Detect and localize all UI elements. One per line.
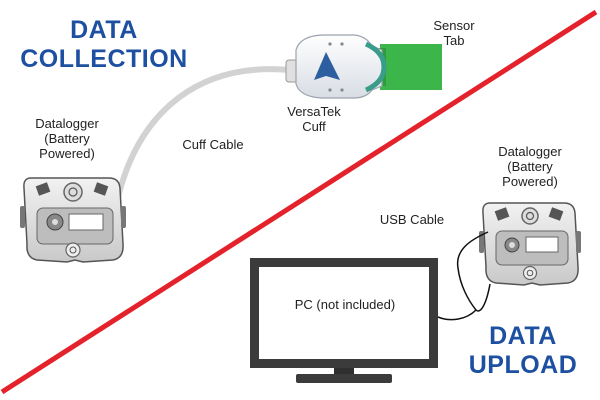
label-line: (Battery — [507, 159, 553, 174]
label-line: Datalogger — [498, 144, 562, 159]
label-line: Sensor — [433, 18, 475, 33]
label-line: (Battery — [44, 131, 90, 146]
usb-cable — [456, 231, 491, 312]
pc-label: PC (not included) — [294, 297, 396, 312]
data-collection-heading: DATA COLLECTION — [18, 16, 190, 74]
label-line: Powered) — [502, 174, 558, 189]
label-line: Cuff — [302, 119, 326, 134]
label-line: Tab — [443, 33, 465, 48]
datalogger-right-label: Datalogger (Battery Powered) — [482, 144, 578, 189]
cuff-cable — [115, 66, 293, 200]
pc-monitor-icon — [250, 258, 438, 383]
datalogger-left-label: Datalogger (Battery Powered) — [22, 116, 112, 161]
sensor-tab-label: Sensor Tab — [424, 18, 484, 48]
heading-line: DATA — [489, 322, 557, 350]
data-upload-heading: DATA UPLOAD — [462, 322, 584, 380]
datalogger-device-icon — [479, 202, 581, 286]
divider-line — [0, 9, 598, 395]
usb-cable-plug — [437, 309, 477, 321]
datalogger-device-icon — [20, 177, 126, 263]
heading-line: COLLECTION — [20, 45, 188, 73]
heading-line: DATA — [70, 16, 138, 44]
label-line: Powered) — [39, 146, 95, 161]
versatek-cuff-icon — [285, 34, 387, 99]
versatek-cuff-label: VersaTek Cuff — [274, 104, 354, 134]
label-line: Datalogger — [35, 116, 99, 131]
heading-line: UPLOAD — [468, 351, 578, 379]
label-line: VersaTek — [287, 104, 341, 119]
usb-cable-label: USB Cable — [379, 212, 445, 227]
cuff-cable-label: Cuff Cable — [182, 137, 244, 152]
